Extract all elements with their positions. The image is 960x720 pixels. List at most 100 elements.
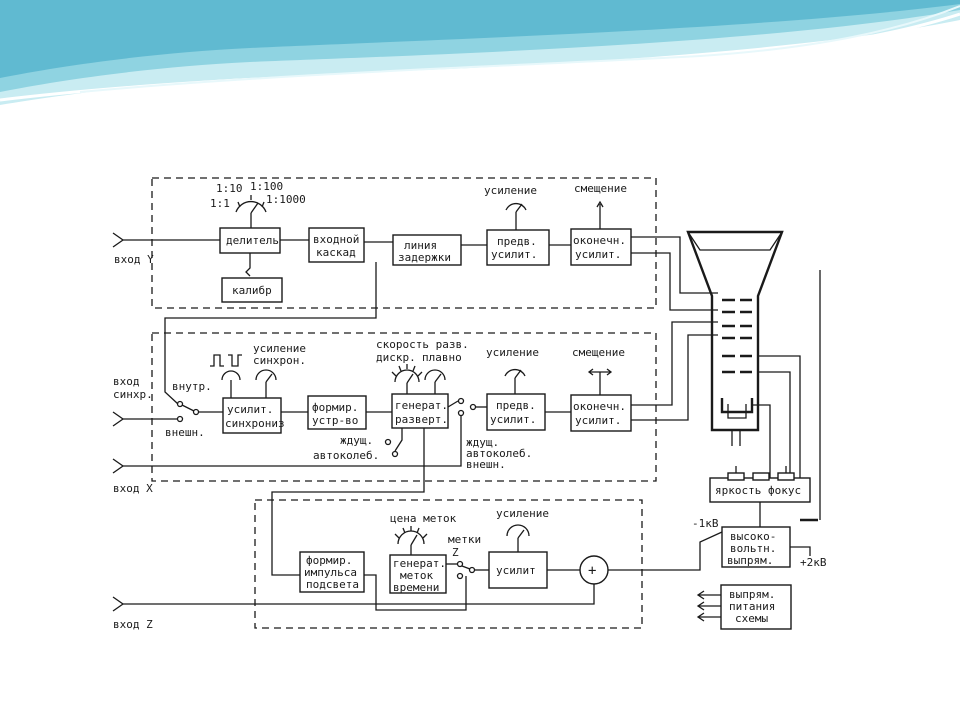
sweep-speed-discrete-switch-icon[interactable] bbox=[391, 364, 423, 394]
channel-y-frame bbox=[151, 177, 657, 309]
sweep-gen-line-1: генерат. bbox=[395, 399, 448, 412]
input-stage-line-2: каскад bbox=[316, 246, 356, 259]
marker-gen-line-2: меток bbox=[400, 569, 433, 582]
channel-z-amp-block: усилит bbox=[488, 551, 548, 589]
channel-y-preamp-block: предв. усилит. bbox=[486, 229, 550, 266]
crt-grid bbox=[720, 398, 754, 414]
banner-streak-2 bbox=[79, 5, 960, 93]
channel-x-preamp-line-2: усилит. bbox=[490, 413, 536, 426]
channel-x-offset-control-icon[interactable] bbox=[587, 368, 613, 395]
blank-shaper-line-3: подсвета bbox=[306, 578, 359, 591]
blank-shaper-block: формир. импульса подсвета bbox=[299, 551, 365, 593]
sweep-speed-smooth-knob-icon[interactable] bbox=[424, 369, 446, 394]
x-external-label: внешн. bbox=[466, 458, 506, 471]
input-z-arrow bbox=[112, 596, 125, 612]
input-stage-line-1: входной bbox=[313, 233, 359, 246]
sync-polarity-icon[interactable] bbox=[210, 354, 242, 398]
crt-screen-icon bbox=[686, 230, 784, 432]
gain-sync-label-1: усиление bbox=[253, 342, 306, 355]
focus-potentiometer-icon[interactable] bbox=[727, 466, 795, 481]
channel-x-final-amp-block: оконечн. усилит. bbox=[570, 394, 632, 432]
crt-tube bbox=[686, 230, 784, 446]
sync-input-label-2: синхр. bbox=[113, 388, 153, 401]
attenuator-switch-icon[interactable] bbox=[235, 195, 267, 228]
sync-gain-knob-icon[interactable] bbox=[255, 369, 277, 398]
channel-y-offset-control-icon[interactable] bbox=[596, 200, 604, 229]
input-x-label: вход X bbox=[113, 482, 153, 495]
brightness-focus-block: яркость фокус bbox=[709, 466, 811, 503]
delay-line-block: линия задержки bbox=[392, 234, 462, 266]
input-x-arrow bbox=[112, 458, 125, 474]
sweep-auto-label: автоколеб. bbox=[313, 449, 379, 462]
channel-x-frame bbox=[151, 332, 657, 482]
x-auto-label: автоколеб. bbox=[466, 447, 532, 460]
markers-switch-tag: Z bbox=[452, 546, 459, 559]
input-stage-block: входной каскад bbox=[308, 227, 365, 263]
wire-y-to-sync-internal bbox=[164, 262, 377, 405]
sweep-discrete-label: дискр. bbox=[376, 351, 416, 364]
sync-internal-label: внутр. bbox=[172, 380, 212, 393]
wire-y-final-to-crt-1 bbox=[631, 236, 718, 294]
gain-sync-label-2: синхрон. bbox=[253, 354, 306, 367]
hv-rectifier-line-1: высоко- bbox=[730, 530, 776, 543]
marker-gen-line-1: генерат. bbox=[393, 557, 446, 570]
shaper-line-2: устр-во bbox=[312, 414, 358, 427]
wire-summer-to-crt bbox=[608, 531, 723, 571]
calibrator-block-label: калибр bbox=[232, 284, 272, 297]
banner-wave-dark bbox=[0, 0, 960, 78]
sync-external-label: внешн. bbox=[165, 426, 205, 439]
ratio-1-100-label: 1:100 bbox=[250, 180, 283, 193]
shaper-block: формир. устр-во bbox=[307, 395, 367, 430]
sweep-standby-label: ждущ. bbox=[340, 434, 373, 447]
wire-x-final-to-crt-2 bbox=[631, 334, 718, 421]
channel-y-preamp-line-1: предв. bbox=[497, 235, 537, 248]
power-rectifier-block: выпрям. питания схемы bbox=[720, 584, 792, 630]
input-y-label: вход Y bbox=[114, 253, 154, 266]
marker-gen-block: генерат. меток времени bbox=[389, 554, 447, 594]
blank-shaper-line-2: импульса bbox=[304, 566, 357, 579]
sweep-mode-switch-icon[interactable] bbox=[384, 428, 403, 458]
markers-switch-icon[interactable] bbox=[446, 560, 489, 580]
sync-amp-block: усилит. синхрониз bbox=[222, 397, 285, 434]
wire-y-final-to-crt-2 bbox=[631, 252, 718, 311]
decorative-banner bbox=[0, 0, 960, 105]
shaper-line-1: формир. bbox=[312, 401, 358, 414]
calibrator-block: калибр bbox=[221, 277, 283, 303]
power-outputs-icon bbox=[696, 590, 721, 622]
channel-z: цена меток метки усиление формир. импуль… bbox=[254, 499, 723, 629]
delay-line-line-1: линия bbox=[404, 239, 437, 252]
channel-y-gain-knob-icon[interactable] bbox=[505, 202, 527, 230]
channel-z-gain-label: усиление bbox=[496, 507, 549, 520]
power-rectifier-line-2: питания bbox=[729, 600, 775, 613]
wire-input-x bbox=[123, 436, 462, 467]
sync-amp-line-1: усилит. bbox=[227, 403, 273, 416]
crt-heater-leads bbox=[731, 430, 741, 446]
input-z-label: вход Z bbox=[113, 618, 153, 631]
channel-x-gain-knob-icon[interactable] bbox=[504, 368, 526, 394]
crt-cathode bbox=[727, 404, 747, 419]
crt-electrode-leads bbox=[752, 270, 821, 520]
x-standby-label: ждущ. bbox=[466, 436, 499, 449]
wire-sweep-gen-to-z bbox=[271, 428, 425, 576]
channel-y-gain-label: усиление bbox=[484, 184, 537, 197]
marker-value-label: цена меток bbox=[390, 512, 457, 525]
crt-deflection-plates-x bbox=[722, 324, 752, 340]
wire-input-z bbox=[123, 584, 595, 605]
channel-x: вход синхр. внутр. внешн. усиление синхр… bbox=[112, 321, 718, 495]
hv-rectifier-line-2: вольтн. bbox=[730, 542, 776, 555]
ratio-1-1-label: 1:1 bbox=[210, 197, 230, 210]
sweep-source-switch-icon[interactable] bbox=[447, 397, 487, 437]
marker-value-switch-icon[interactable] bbox=[394, 526, 428, 555]
channel-x-preamp-block: предв. усилит. bbox=[486, 393, 546, 431]
power-rectifier-line-3: схемы bbox=[735, 612, 768, 625]
channel-z-gain-knob-icon[interactable] bbox=[506, 524, 530, 552]
channel-z-frame bbox=[254, 499, 643, 629]
sync-input-label-1: вход bbox=[113, 375, 140, 388]
channel-y-final-amp-line-2: усилит. bbox=[575, 248, 621, 261]
channel-z-amp-label: усилит bbox=[496, 564, 536, 577]
sweep-smooth-label: плавно bbox=[422, 351, 462, 364]
ratio-1-1000-label: 1:1000 bbox=[266, 193, 306, 206]
minus-hv-label: -1кВ bbox=[692, 517, 719, 530]
sync-source-switch-icon[interactable] bbox=[176, 400, 224, 423]
